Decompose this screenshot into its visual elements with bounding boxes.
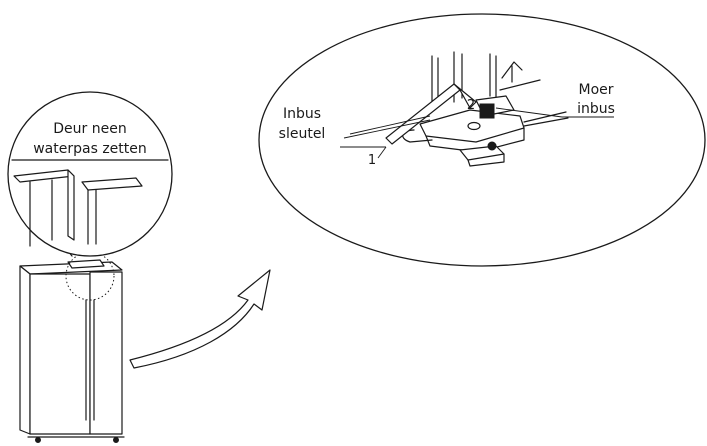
door-right-top bbox=[81, 177, 143, 191]
door-level-magnifier: Deur neen waterpas zetten bbox=[7, 91, 173, 257]
hinge-bracket bbox=[499, 79, 541, 91]
adjust-bolt bbox=[487, 141, 497, 151]
allen-key-tip bbox=[453, 83, 477, 109]
hinge-detail-ellipse: Inbus sleutel Moer inbus 1 2 bbox=[258, 13, 706, 267]
nut-label-line2: inbus bbox=[577, 101, 615, 117]
hinge-hole bbox=[467, 121, 481, 131]
fridge-right-door bbox=[89, 271, 123, 435]
hinge-arm-right bbox=[523, 111, 567, 123]
hinge-clip bbox=[501, 61, 523, 79]
allen-key-shaft-2 bbox=[349, 115, 431, 135]
marker-2: 2 bbox=[467, 98, 475, 113]
door-label-line1: Deur neen bbox=[53, 121, 126, 137]
fridge-foot-left bbox=[35, 437, 41, 443]
magnifier-circle bbox=[7, 91, 173, 257]
adjust-nut bbox=[479, 103, 495, 119]
nut-leader-diag bbox=[495, 107, 563, 118]
key-leader-tick bbox=[377, 146, 387, 159]
curved-arrow bbox=[129, 269, 271, 369]
key-label-line2: sleutel bbox=[279, 126, 326, 142]
refrigerator bbox=[19, 259, 125, 443]
allen-key-shaft bbox=[343, 119, 431, 139]
fridge-left-door bbox=[29, 273, 91, 435]
marker-1: 1 bbox=[368, 153, 376, 168]
hinge-arm-right-2 bbox=[523, 117, 569, 127]
key-label-line1: Inbus bbox=[283, 106, 321, 122]
fridge-hinge-block bbox=[67, 259, 105, 269]
fridge-side bbox=[19, 265, 31, 435]
fridge-foot-right bbox=[113, 437, 119, 443]
door-label-line2: waterpas zetten bbox=[33, 141, 147, 157]
door-edge-left bbox=[67, 169, 75, 241]
adjust-foot-side bbox=[467, 153, 505, 167]
nut-label-line1: Moer bbox=[578, 82, 613, 98]
